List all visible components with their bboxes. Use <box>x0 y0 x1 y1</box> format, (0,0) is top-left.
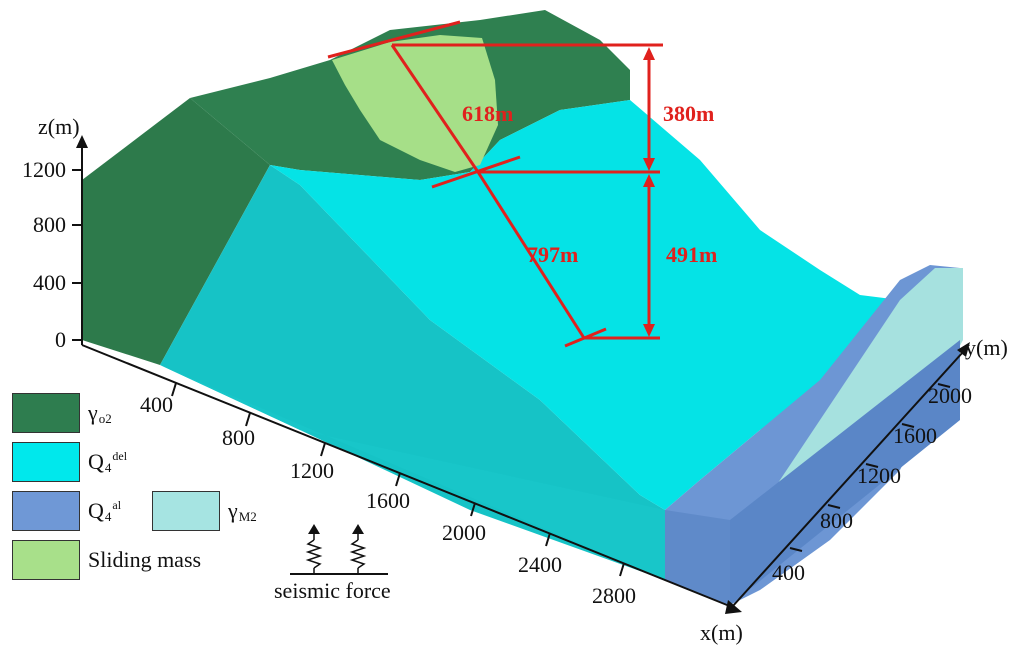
z-axis: z(m) 1200 800 400 0 <box>22 114 88 352</box>
legend-label: Q4al <box>88 497 122 524</box>
y-tick: 1200 <box>857 463 901 488</box>
x-axis: 400 800 1200 1600 2000 2400 2800 x(m) <box>81 344 743 645</box>
legend-item-sliding-mass: Sliding mass <box>12 540 201 580</box>
z-axis-title: z(m) <box>38 114 80 139</box>
legend-label: Sliding mass <box>88 547 202 572</box>
right-block-face <box>665 510 730 605</box>
y-tick: 1600 <box>893 423 937 448</box>
x-tick: 800 <box>222 425 255 450</box>
left-side-face <box>82 98 270 365</box>
measurement-arrows <box>643 47 655 337</box>
x-tick: 1600 <box>366 488 410 513</box>
y-axis-title: y(m) <box>965 335 1008 360</box>
upper-height-label: 380m <box>663 101 714 126</box>
legend-swatch <box>152 491 220 531</box>
upper-slope-length-label: 618m <box>462 101 513 126</box>
seismic-force-label: seismic force <box>274 578 391 603</box>
lower-height-label: 491m <box>666 242 717 267</box>
x-tick: 2000 <box>442 520 486 545</box>
seismic-force-symbol: seismic force <box>270 520 440 610</box>
z-tick: 1200 <box>22 157 66 182</box>
legend-swatch <box>12 491 80 531</box>
x-tick: 2400 <box>518 552 562 577</box>
x-tick: 1200 <box>290 458 334 483</box>
legend-swatch <box>12 442 80 482</box>
legend-swatch <box>12 540 80 580</box>
legend-item-gamma-m2: γM2 <box>152 491 257 531</box>
y-tick: 800 <box>820 508 853 533</box>
x-tick: 400 <box>140 392 173 417</box>
y-axis: 2000 1600 1200 800 400 y(m) <box>731 335 1008 608</box>
y-tick: 2000 <box>928 383 972 408</box>
z-tick: 0 <box>55 327 66 352</box>
legend-item-gamma-o2: γo2 <box>12 393 112 433</box>
legend-label: γM2 <box>228 497 257 524</box>
legend-item-q4-del: Q4del <box>12 442 127 482</box>
legend-item-q4-al: Q4al <box>12 491 121 531</box>
x-tick: 2800 <box>592 583 636 608</box>
z-tick: 800 <box>33 212 66 237</box>
lower-slope-length-label: 797m <box>527 242 578 267</box>
deposit-top-surface <box>270 100 930 510</box>
x-axis-title: x(m) <box>700 620 743 645</box>
legend-swatch <box>12 393 80 433</box>
front-base-face <box>160 365 665 580</box>
z-tick: 400 <box>33 270 66 295</box>
right-end-face <box>730 340 960 605</box>
legend: γo2 Q4del Q4al γM2 Sliding mass <box>12 393 282 583</box>
spring-icon <box>290 524 388 575</box>
legend-label: γo2 <box>88 399 112 426</box>
front-side-face <box>160 165 665 580</box>
y-tick: 400 <box>772 560 805 585</box>
measurement-lines <box>327 20 663 348</box>
legend-label: Q4del <box>88 448 128 475</box>
